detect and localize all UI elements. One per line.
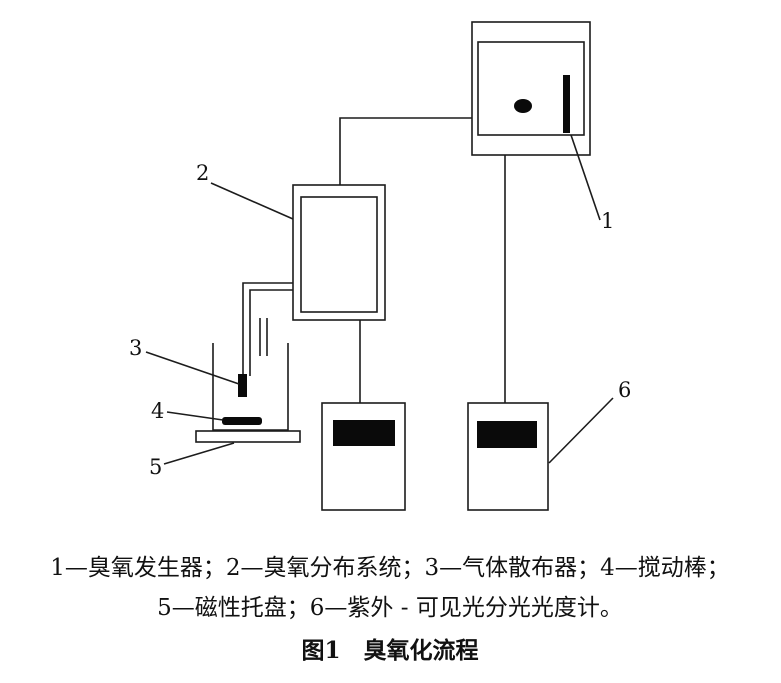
leader-line-2 [210,182,294,220]
ozone-generator-knob [514,99,532,113]
tube-to-diffuser-outer [242,282,293,376]
label-2-ozone-distribution: 2 [196,161,209,185]
ozone-distribution-system [292,184,386,321]
label-6-spectrophotometer: 6 [618,378,631,402]
leader-lines [145,134,614,465]
label-4-stir-bar: 4 [151,399,164,423]
ozone-generator [471,21,591,156]
magnetic-tray [195,430,301,443]
beaker-outline [212,343,289,431]
ozone-generator-inner-panel [477,41,585,136]
spectrophotometer-body [467,402,549,511]
label-3-gas-diffuser: 3 [129,336,142,360]
legend-line-1: 1—臭氧发生器；2—臭氧分布系统；3—气体散布器；4—搅动棒； [50,555,730,581]
label-5-magnetic-tray: 5 [149,455,162,479]
leader-line-5 [163,442,235,465]
leader-line-4 [166,411,224,421]
leader-line-6 [548,397,614,464]
figure-caption: 图1 臭氧化流程 [301,637,478,664]
left-instrument-display [333,420,395,446]
figure-legend: 1—臭氧发生器；2—臭氧分布系统；3—气体散布器；4—搅动棒； 5—磁性托盘；6… [50,555,730,664]
distribution-inner-panel [300,196,378,313]
stir-bar [222,417,262,425]
distribution-outer-box [292,184,386,321]
ozone-generator-lamp-bar [563,75,570,133]
pipe-generator-to-distribution [339,117,472,185]
leader-line-3 [145,351,240,385]
numeric-labels: 1 2 3 4 5 6 [129,161,631,479]
spectrophotometer [467,402,549,511]
label-1-ozone-generator: 1 [601,209,614,233]
tube-to-diffuser-inner [249,289,293,376]
left-instrument [321,402,406,511]
reaction-beaker [195,343,301,443]
gas-diffuser [238,374,247,397]
connector-lines [242,117,506,403]
ozone-generator-outer-box [471,21,591,156]
legend-line-2: 5—磁性托盘；6—紫外 - 可见光分光光度计。 [157,595,623,621]
left-instrument-body [321,402,406,511]
leader-line-1 [570,134,601,221]
spectrophotometer-display [477,421,537,448]
